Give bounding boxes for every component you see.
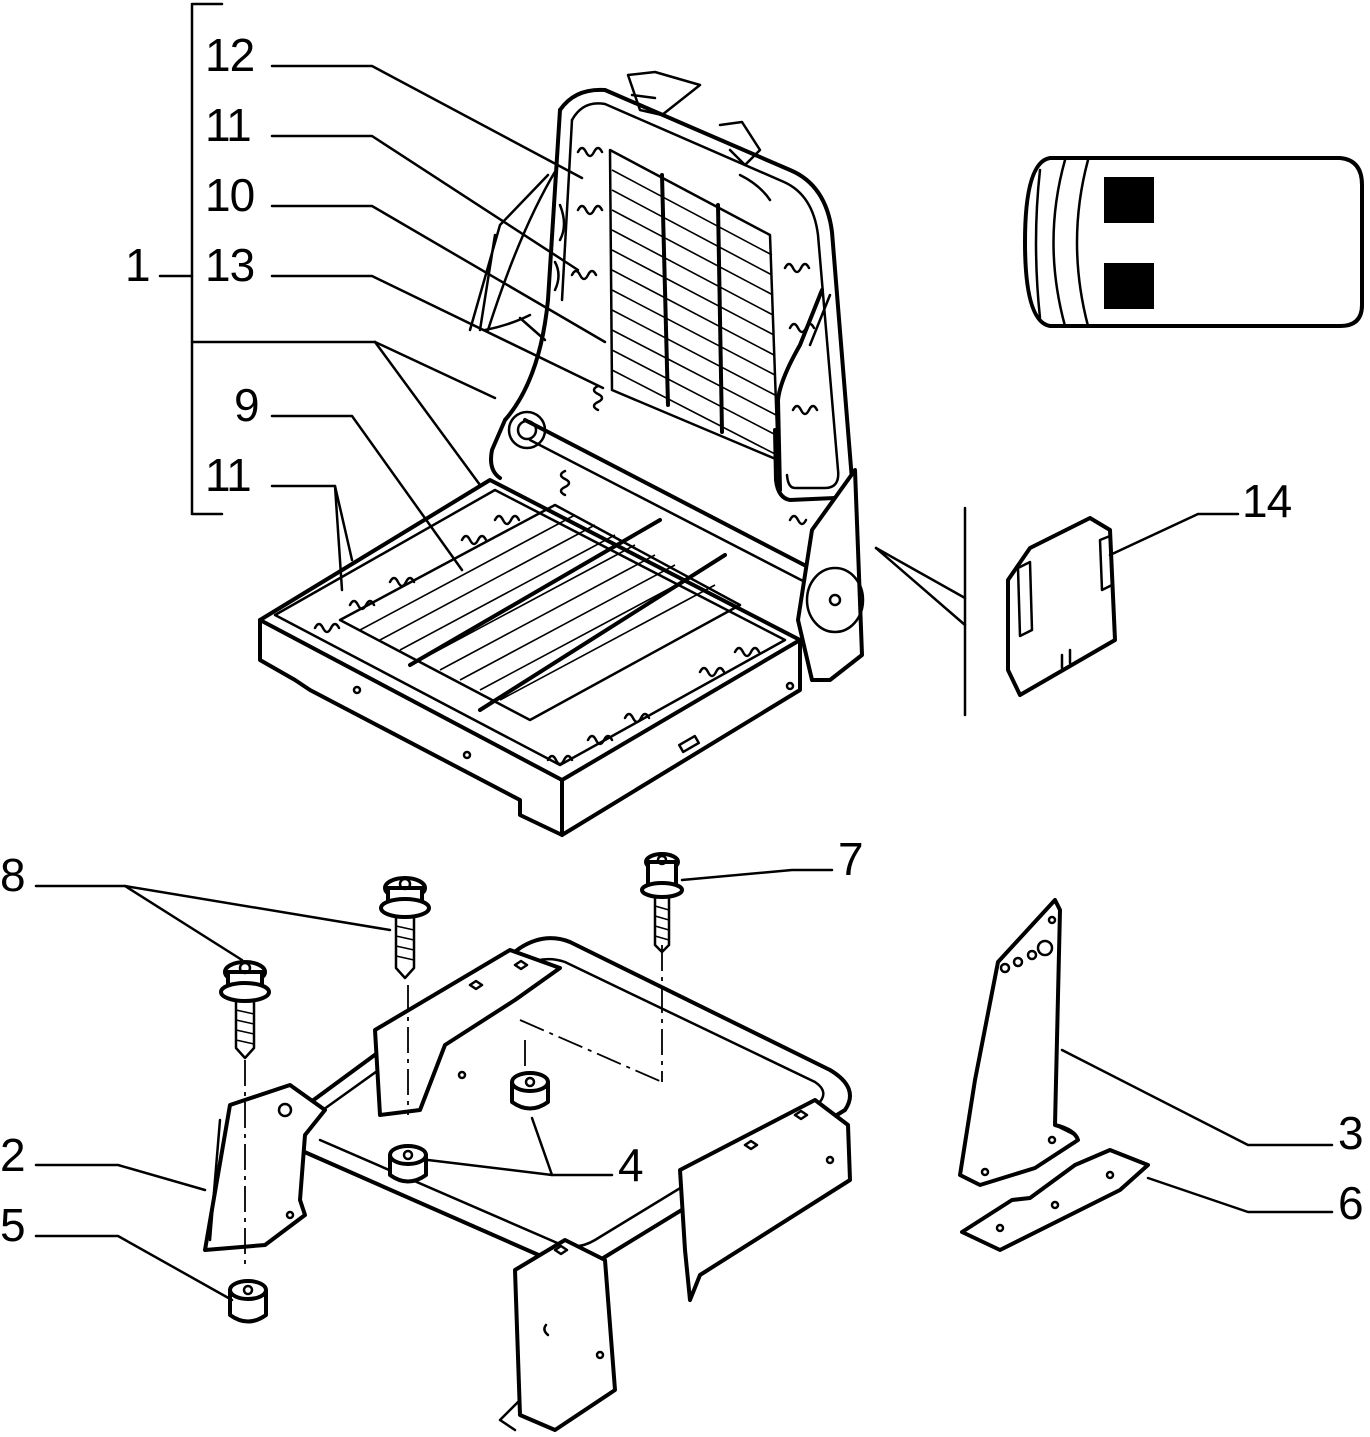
seat-base	[258, 410, 865, 837]
seat-marker-rear	[1104, 263, 1154, 309]
callout-7: 7	[838, 833, 864, 885]
seat-marker-front	[1104, 177, 1154, 223]
bolt-8-right	[379, 876, 431, 980]
side-bracket-3	[958, 898, 1080, 1187]
assembly-bracket	[158, 2, 497, 516]
callout-5: 5	[0, 1199, 26, 1251]
spacer-5	[228, 1279, 268, 1324]
callout-4: 4	[618, 1139, 644, 1191]
base-wires	[359, 514, 716, 701]
bolt-7	[640, 852, 684, 954]
callout-6: 6	[1338, 1177, 1364, 1229]
mounting-plate-6	[960, 1148, 1150, 1252]
callout-1: 1	[125, 239, 151, 291]
callout-13: 13	[205, 239, 255, 291]
callout-11: 11	[205, 99, 252, 151]
spacer-4-right	[510, 1071, 550, 1111]
cover-plate-14	[874, 506, 1117, 717]
backrest-wires	[611, 169, 778, 456]
callout-10: 10	[205, 169, 255, 221]
callout-2: 2	[0, 1129, 26, 1181]
callout-9: 9	[234, 379, 260, 431]
bolt-8-left	[219, 960, 271, 1060]
callout-14: 14	[1242, 475, 1292, 527]
seat-subframe	[203, 936, 852, 1432]
callout-8: 8	[0, 849, 26, 901]
seat-backrest	[468, 70, 855, 502]
callout-11-lower: 11	[205, 449, 252, 501]
vehicle-position-icon	[1023, 156, 1364, 328]
spacer-4-left	[388, 1144, 428, 1184]
leader-lines-lower	[34, 868, 1334, 1302]
callout-3: 3	[1338, 1107, 1364, 1159]
callout-12: 12	[205, 29, 255, 81]
